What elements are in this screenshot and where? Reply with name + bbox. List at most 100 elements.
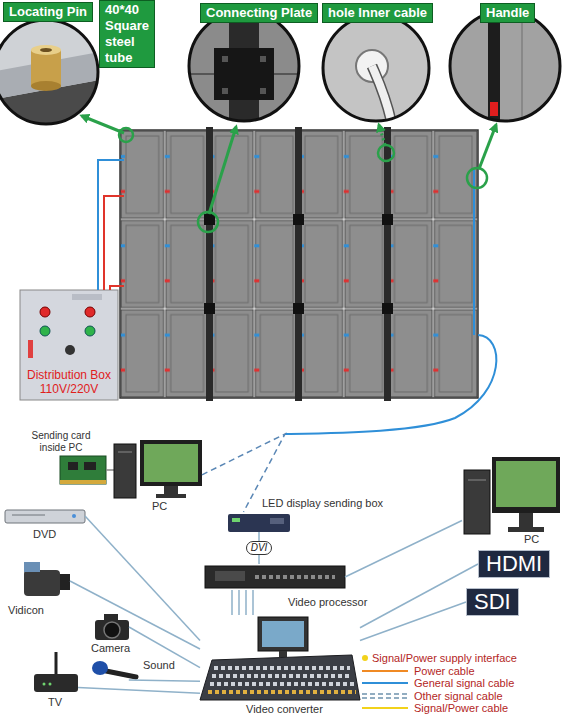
edge-label: DVI: [246, 541, 273, 555]
legend-row: Power cable: [362, 665, 517, 678]
legend-sample: [362, 667, 408, 675]
signal-connector: [85, 516, 200, 641]
callout-circle: [450, 11, 560, 121]
processor-buttons: [255, 575, 335, 579]
device-node: Sound: [92, 660, 138, 680]
card-lead: [106, 469, 114, 471]
indicator-light: [40, 307, 50, 317]
antenna: [55, 652, 58, 675]
camcorder-lens: [60, 574, 70, 590]
console-stand: [279, 651, 287, 657]
monitor-stand: [164, 486, 178, 494]
callout-banner: hole Inner cable: [322, 3, 433, 23]
video-cable: [252, 590, 254, 615]
connecting-plate: [204, 214, 215, 225]
console-keys: [214, 666, 350, 670]
legend-row: General signal cable: [362, 677, 517, 690]
signal-label: HDMI: [486, 551, 542, 577]
status-light: [232, 518, 240, 522]
pc-monitor: [492, 457, 560, 513]
name-plate: [72, 294, 102, 300]
legend-text: General signal cable: [414, 677, 514, 690]
disc-tray: [12, 515, 45, 516]
legend-line: [362, 697, 408, 699]
legend-line: [362, 670, 408, 672]
distribution-panel: [20, 290, 118, 400]
power-cable: [104, 196, 124, 290]
console-monitor: [258, 617, 308, 651]
connecting-plate: [214, 48, 274, 100]
mic-head: [92, 661, 108, 675]
plate-hole: [260, 88, 266, 94]
sending-box: [228, 514, 290, 532]
connecting-plate: [382, 303, 393, 314]
camera-top: [104, 614, 118, 621]
callout-target: [467, 168, 487, 188]
indicator-light: [85, 307, 95, 317]
device-label: LED display sending box: [262, 497, 383, 510]
callout-banner: 40*40 Square steel tube: [99, 0, 155, 68]
console-keys: [208, 690, 356, 694]
console-desk: [200, 655, 360, 700]
panel-label: Distribution Box 110V/220V: [23, 368, 115, 396]
signal-connector: [70, 581, 200, 649]
callout-banner: Connecting Plate: [200, 3, 318, 23]
detail-ground: [320, 12, 432, 124]
power-cable: [110, 286, 124, 290]
device-node: Video processor: [205, 564, 345, 590]
front-badge: [270, 518, 284, 524]
cable-outline: [372, 66, 392, 125]
pin-hole: [40, 48, 52, 52]
device-label: DVD: [33, 528, 56, 541]
device-label: PC: [524, 533, 539, 546]
signal-tag: HDMI: [478, 550, 550, 578]
monitor-screen: [144, 444, 198, 482]
device-node: Video converter: [200, 615, 360, 700]
video-cable: [238, 590, 240, 615]
console-screen: [262, 621, 304, 647]
callout-pointer: [479, 125, 496, 169]
callout-title: Locating Pin: [9, 4, 87, 20]
camera: [95, 620, 129, 640]
callout-circle: [323, 15, 429, 121]
cable-hole-detail: [320, 12, 432, 125]
pc-monitor: [140, 440, 202, 486]
callout-title: Connecting Plate: [206, 5, 312, 21]
callout-title: Handle: [486, 5, 529, 21]
callout-target: [378, 145, 394, 161]
console-keys: [212, 674, 352, 678]
signal-cable: [285, 335, 496, 434]
card-chip: [68, 462, 78, 470]
legend-text: Other signal cable: [414, 690, 503, 703]
device-node: LED display sending box: [228, 512, 290, 532]
square-steel-tube: [384, 127, 391, 401]
indicator-light: [85, 326, 95, 336]
pc-tower: [114, 444, 136, 498]
device-label: PC: [152, 500, 167, 513]
callout-circle: [189, 11, 299, 121]
connecting-plate: [204, 303, 215, 314]
card-chip: [84, 462, 96, 470]
legend-text: Signal/Power supply interface: [372, 652, 517, 665]
legend-row: Signal/Power supply interface: [362, 652, 517, 665]
device-node: Camera: [95, 614, 129, 640]
pin-top: [31, 45, 61, 55]
legend-text: Signal/Power cable: [414, 702, 508, 715]
square-steel-tube: [295, 127, 302, 401]
legend-line: [362, 707, 408, 709]
callout-target: [119, 128, 133, 142]
fuse-strip: [28, 340, 33, 358]
pin-base: [31, 81, 61, 91]
led: [43, 683, 46, 686]
callout-title: hole Inner cable: [328, 5, 427, 21]
device-node: PC: [112, 440, 202, 498]
callout-pointer: [379, 125, 385, 145]
monitor-base: [156, 494, 186, 498]
callout-pointer: [82, 116, 124, 133]
connecting-plate: [382, 214, 393, 225]
signal-tag: SDI: [466, 588, 519, 616]
pin-body: [31, 50, 61, 86]
connecting-plate: [293, 214, 304, 225]
connecting-plate: [293, 303, 304, 314]
mic-handle: [106, 671, 136, 677]
